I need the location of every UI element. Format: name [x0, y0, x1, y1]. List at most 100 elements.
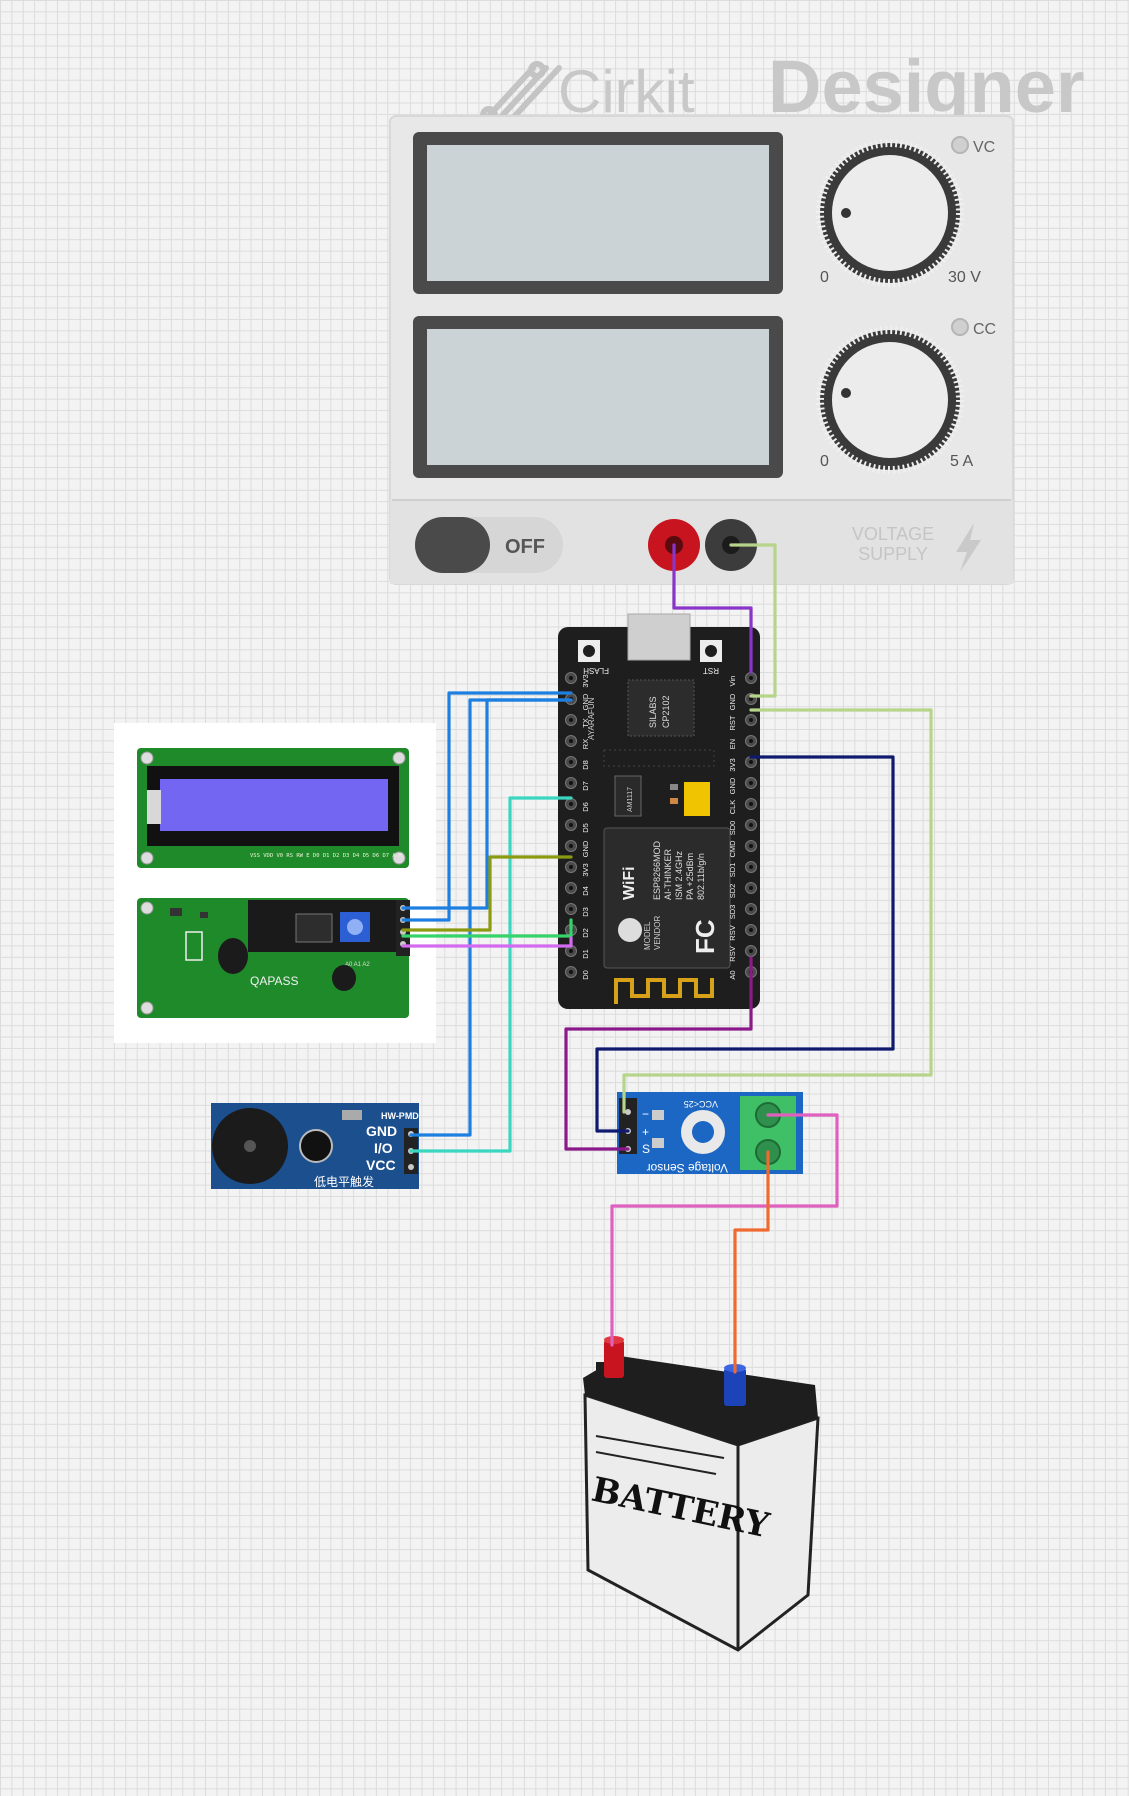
flash-label: FLASH — [583, 666, 609, 675]
wire-esp-d2-to-lcd-sda — [401, 918, 573, 938]
esp8266-right-pin-hole-10 — [749, 886, 753, 890]
esp8266-left-pin-label-8: GND — [581, 840, 590, 857]
buzzer-pin-gnd-label: GND — [366, 1123, 397, 1139]
esp8266-left-pin-hole-10 — [569, 886, 573, 890]
power-switch[interactable]: OFF — [415, 517, 563, 573]
wire-esp-gnd-to-sensor-minus — [622, 708, 933, 1114]
esp8266-right-pin-hole-6 — [749, 802, 753, 806]
voltage-min-label: 0 — [820, 269, 829, 286]
buzzer-caption: 低电平触发 — [314, 1174, 374, 1189]
esp8266-left-pin-hole-0 — [569, 676, 573, 680]
battery: BATTERY — [583, 1336, 820, 1652]
esp8266-left-pin-label-13: D1 — [581, 949, 590, 959]
voltage-sensor-minus-label: − — [642, 1107, 649, 1121]
silk-text: AYARAFUN — [587, 697, 596, 740]
esp8266-right-pin-hole-9 — [749, 865, 753, 869]
esp8266-right-pin-hole-1 — [749, 697, 753, 701]
esp8266-right-pin-label-7: SD0 — [728, 821, 737, 836]
brand-name-light: Cirkit — [558, 58, 695, 125]
wire-supply-positive-to-vin — [672, 543, 753, 674]
power-switch-label: OFF — [505, 536, 545, 558]
cc-indicator-led — [951, 318, 969, 336]
esp8266-right-pin-label-3: EN — [728, 739, 737, 749]
chip-label-2: CP2102 — [661, 695, 671, 728]
vc-indicator-led — [951, 136, 969, 154]
wire-supply-negative-to-gnd — [729, 543, 777, 698]
battery-negative-terminal[interactable] — [724, 1364, 746, 1406]
backpack-capacitor — [218, 938, 248, 974]
wifi-label: WiFi — [621, 866, 638, 900]
esp8266-left-pin-hole-9 — [569, 865, 573, 869]
esp8266-right-pin-label-4: 3V3 — [728, 758, 737, 771]
voltage-supply-label-line2: SUPPLY — [858, 544, 928, 564]
esp8266-left-pin-hole-8 — [569, 844, 573, 848]
esp8266-left-pin-label-6: D6 — [581, 802, 590, 812]
wire-esp-d1-to-lcd-scl — [401, 936, 573, 948]
vc-label: VC — [973, 139, 995, 156]
current-knob[interactable] — [816, 326, 964, 474]
brand-name-bold: Designer — [768, 45, 1085, 128]
rst-label: RST — [703, 666, 719, 675]
voltage-sensor-module: VCC<25 Voltage Sensor − + S — [617, 1092, 803, 1175]
esp8266-left-pin-hole-7 — [569, 823, 573, 827]
voltage-knob[interactable] — [816, 139, 964, 287]
esp8266-right-pin-label-10: SD2 — [728, 884, 737, 899]
battery-top — [583, 1356, 818, 1445]
esp8266-right-pin-hole-8 — [749, 844, 753, 848]
usb-port — [627, 613, 691, 661]
buzzer-pin-vcc-label: VCC — [366, 1157, 396, 1173]
pcf8574-chip — [295, 913, 333, 943]
voltage-sensor-header — [619, 1098, 637, 1154]
regulator-label: AM1117 — [627, 787, 634, 812]
power-supply: VC CC 0 30 V 0 5 A OFF — [389, 115, 1014, 585]
esp8266-left-pin-label-14: D0 — [581, 970, 590, 980]
wire-esp-d6-to-buzzer-io — [409, 796, 573, 1153]
esp8266-left-pin-label-10: D4 — [581, 886, 590, 896]
module-vendor: VENDOR — [653, 916, 662, 950]
esp8266-left-pin-hole-5 — [569, 781, 573, 785]
backpack-brand: QAPASS — [250, 974, 298, 988]
wire-esp-3v3-to-sensor-plus — [595, 755, 895, 1133]
voltage-sensor-pin-minus[interactable] — [625, 1109, 631, 1115]
espressif-logo-icon — [618, 918, 642, 942]
wire-esp-3v3-to-lcd-vcc — [401, 691, 573, 922]
esp8266-left-pin-hole-14 — [569, 970, 573, 974]
esp8266-right-pin-label-12: RSV — [728, 925, 737, 940]
esp8266-left-pin-label-0: 3V3 — [581, 674, 590, 687]
voltage-sensor-vcc-label: VCC<25 — [684, 1099, 718, 1109]
buzzer-pin-vcc[interactable] — [408, 1164, 414, 1170]
module-line-2: AI-THINKER — [663, 848, 673, 900]
battery-positive-terminal[interactable] — [604, 1336, 624, 1378]
cc-label: CC — [973, 321, 996, 338]
buzzer-model: HW-PMD — [381, 1111, 419, 1121]
current-knob-pointer — [841, 388, 851, 398]
esp8266-right-pin-label-5: GND — [728, 777, 737, 794]
esp8266-right-pin-hole-4 — [749, 760, 753, 764]
wire-esp-gnd-to-buzzer-gnd — [401, 698, 573, 910]
esp8266-left-pin-label-4: D8 — [581, 760, 590, 770]
current-max-label: 5 A — [950, 453, 973, 470]
esp8266-right-pin-label-6: CLK — [728, 800, 737, 815]
lightning-icon — [956, 523, 981, 572]
esp8266-right-pin-label-14: A0 — [728, 970, 737, 979]
cirkit-logo-icon — [480, 61, 562, 124]
voltage-sensor-plus-label: + — [642, 1125, 649, 1139]
esp8266-right-pin-hole-11 — [749, 907, 753, 911]
esp8266-right-pin-label-13: RSV — [728, 946, 737, 961]
buzzer-pin-io-label: I/O — [374, 1140, 393, 1156]
wire-esp-a0-to-sensor-s — [564, 956, 753, 1151]
lcd-screen — [160, 779, 388, 831]
chip-label-1: SILABS — [648, 696, 658, 728]
voltage-knob-pointer — [841, 208, 851, 218]
voltage-supply-label-line1: VOLTAGE — [852, 524, 934, 544]
pcb-antenna — [614, 978, 714, 1004]
voltage-sensor-title: Voltage Sensor — [647, 1161, 728, 1175]
esp8266-right-pin-hole-0 — [749, 676, 753, 680]
voltage-regulator — [614, 775, 642, 817]
lcd-assembly: VSS VDD V0 RS RW E D0 D1 D2 D3 D4 D5 D6 … — [114, 723, 436, 1043]
cp2102-chip — [627, 679, 695, 737]
esp8266-right-pin-hole-5 — [749, 781, 753, 785]
module-line-5: 802.11b/g/n — [696, 853, 706, 900]
esp8266-left-pin-label-5: D7 — [581, 781, 590, 791]
